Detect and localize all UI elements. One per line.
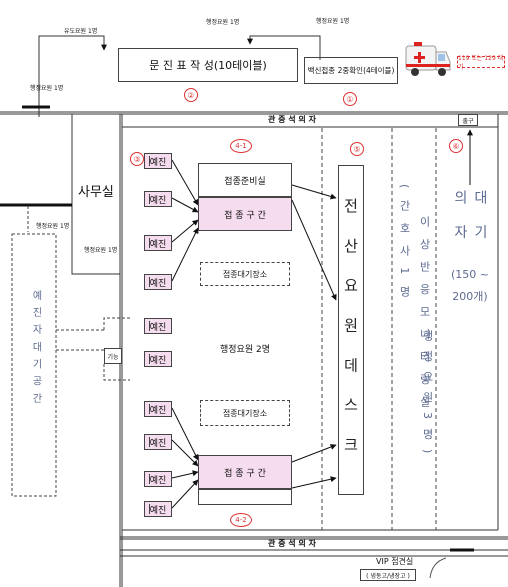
exam-booth: 예진	[144, 401, 172, 417]
waiting-chairs: 대 기 의 자	[440, 190, 500, 260]
exam-booth: 예진	[144, 153, 172, 169]
waiting-chairs-label: 대 기 의 자	[452, 190, 488, 247]
step-number-2: ②	[184, 88, 198, 102]
prep-room: 접종준비실	[198, 163, 292, 197]
admin-staff-label-a: 행정요원 1명	[206, 19, 240, 26]
admin-staff-label-b: 행정요원 1명	[316, 18, 350, 25]
exam-booth: 예진	[144, 191, 172, 207]
stand-seats-bottom: 관 중 석 의 자	[268, 539, 316, 548]
ambulance-note: 119 또는 129 대기	[457, 55, 505, 71]
prescreen-waiting-label: 예 진 자 대 기 공 간	[30, 290, 41, 406]
entry-box: 기능	[104, 348, 122, 364]
questionnaire-box: 문 진 표 작 성(10테이블)	[118, 48, 298, 82]
exam-booth: 예진	[144, 471, 172, 487]
vip-room-label: VIP 접견실	[376, 557, 414, 566]
admin-staff-label-side: 행정요원 1명	[36, 223, 70, 230]
step-number-6: ⑥	[449, 139, 463, 153]
monitoring-col-2: 이 상 반 응 모 니 터 링 실	[418, 216, 431, 411]
admin-staff-2: 행정요원 2명	[220, 345, 270, 355]
guide-staff-label: 유도요원 1명	[64, 28, 98, 35]
waiting-chairs-count: (150 ~ 200개)	[450, 268, 489, 303]
registration-desk: 전 산 요 원 데 스 크	[338, 165, 364, 495]
injection-area-bottom: 접 종 구 간	[198, 455, 292, 489]
exam-booth: 예진	[144, 318, 172, 334]
exit-label: 출구	[458, 114, 478, 126]
step-number-4-2: 4-2	[230, 513, 252, 527]
step-number-4-1: 4-1	[230, 139, 252, 153]
prescreen-waiting-area: 예 진 자 대 기 공 간	[26, 290, 44, 405]
exam-booth: 예진	[144, 351, 172, 367]
admin-staff-label-mid: 행정요원 1명	[84, 247, 118, 254]
flow-line-top-left	[38, 35, 107, 117]
step-number-3: ③	[130, 152, 144, 166]
waiting-area-1: 접종대기장소	[200, 262, 290, 286]
vip-room-sub: ( 냉동고/냉장고 )	[360, 569, 416, 581]
step-number-1: ①	[343, 92, 357, 106]
exam-booth: 예진	[144, 501, 172, 517]
ambulance-icon	[404, 40, 452, 80]
monitoring-room: ( 간 호 사 1 명 이 상 반 응 모 니 터 링 실 행 정 요 원 3 …	[392, 150, 436, 490]
exam-booth: 예진	[144, 274, 172, 290]
monitoring-col-3b: 행 정 요 원 3 명 )	[421, 330, 434, 457]
step-number-5: ⑤	[350, 142, 364, 156]
stand-seats-top: 관 중 석 의 자	[268, 115, 316, 124]
monitoring-col-1: ( 간 호 사 1 명	[398, 184, 411, 301]
exam-booth: 예진	[144, 434, 172, 450]
office-label: 사무실	[78, 185, 114, 200]
injection-area-bottom-base	[198, 489, 292, 505]
flow-line-top-mid	[247, 35, 321, 60]
admin-staff-label-left: 행정요원 1명	[30, 85, 64, 92]
monitoring-col-3-wrap: 행 정 요 원 3 명 )	[420, 330, 434, 490]
injection-area-top: 접 종 구 간	[198, 197, 292, 231]
exam-booth: 예진	[144, 235, 172, 251]
registration-desk-label: 전 산 요 원 데 스 크	[341, 198, 360, 462]
waiting-area-2: 접종대기장소	[200, 400, 290, 426]
vaccine-check-box: 백신접종 2중확인(4테이블)	[304, 57, 398, 84]
